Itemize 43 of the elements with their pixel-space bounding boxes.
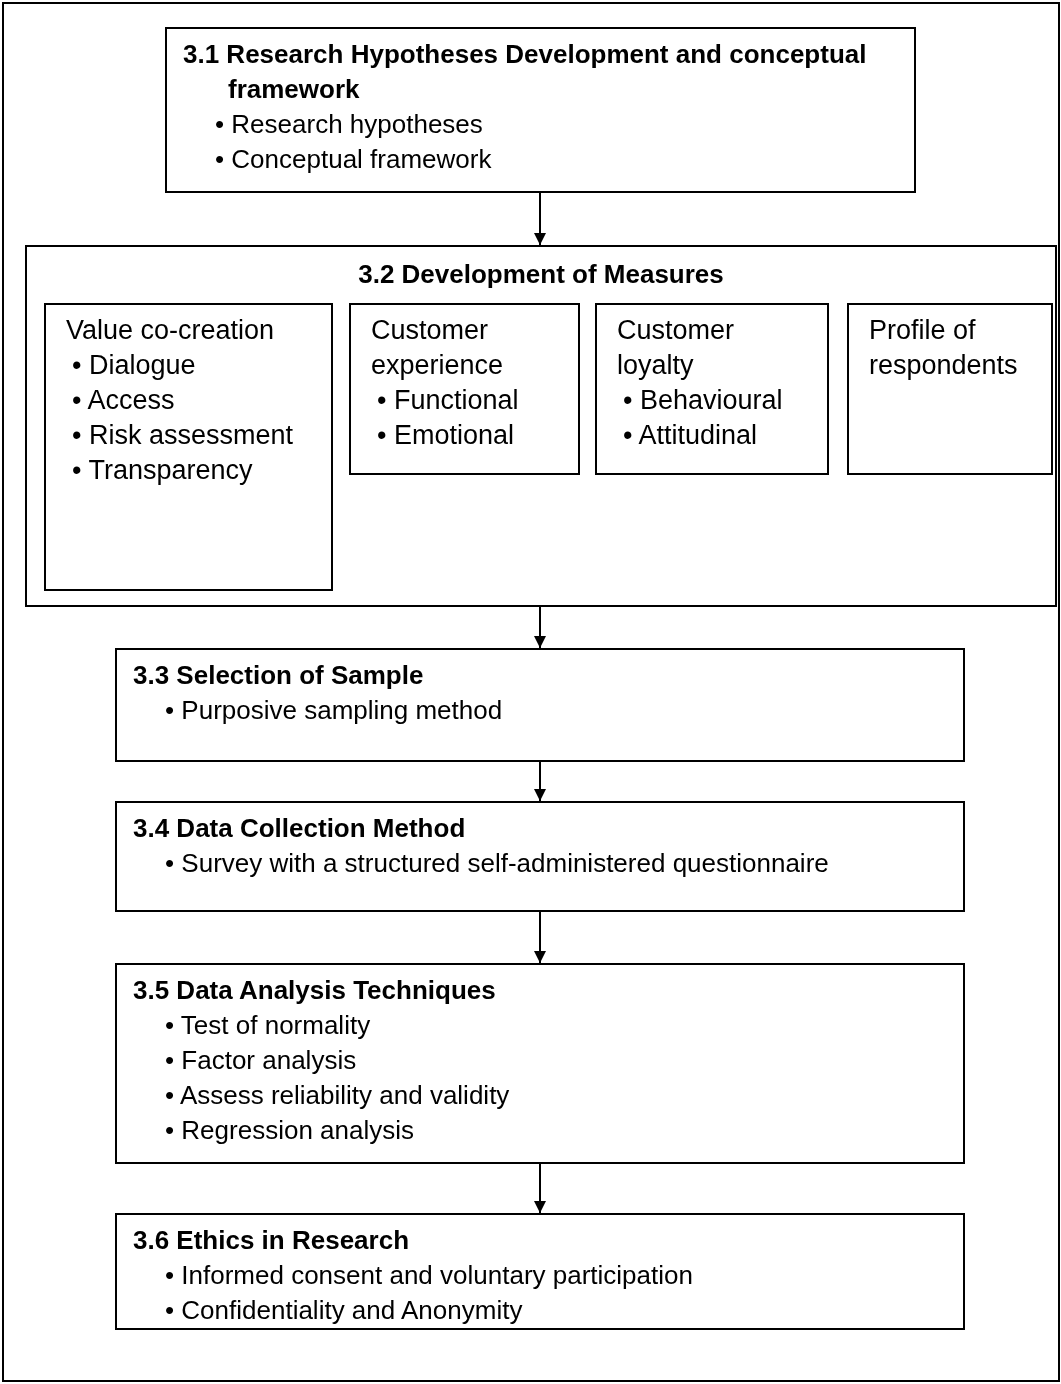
measure-box <box>847 303 1053 475</box>
arrow <box>534 1163 546 1214</box>
heading: 3.4 Data Collection Method <box>133 812 467 845</box>
heading: 3.3 Selection of Sample <box>133 659 425 692</box>
arrow <box>534 192 546 246</box>
heading: 3.2 Development of Measures <box>357 258 725 291</box>
heading: Profile of respondents <box>869 314 1019 382</box>
bullet-item: • Attitudinal <box>622 419 759 452</box>
bullet-item: • Behavioural <box>622 384 784 417</box>
arrow <box>534 911 546 964</box>
process-box <box>115 648 965 762</box>
arrow <box>534 761 546 802</box>
bullet-item: • Conceptual framework <box>214 143 493 176</box>
bullet-item: • Informed consent and voluntary participation <box>164 1259 694 1292</box>
heading: 3.6 Ethics in Research <box>133 1224 411 1257</box>
heading: 3.5 Data Analysis Techniques <box>133 974 497 1007</box>
bullet-item: • Confidentiality and Anonymity <box>164 1294 524 1327</box>
heading: Customer loyalty <box>617 314 736 382</box>
measure-box <box>349 303 580 475</box>
measure-box <box>44 303 333 591</box>
process-box <box>115 963 965 1164</box>
bullet-item: • Access <box>71 384 176 417</box>
group-box <box>25 245 1057 607</box>
heading: 3.1 Research Hypotheses Development and conceptual framework <box>183 38 868 106</box>
heading: Customer experience <box>371 314 505 382</box>
bullet-item: • Risk assessment <box>71 419 294 452</box>
bullet-item: • Dialogue <box>71 349 197 382</box>
bullet-item: • Transparency <box>71 454 254 487</box>
process-box <box>165 27 916 193</box>
bullet-item: • Purposive sampling method <box>164 694 504 727</box>
bullet-item: • Functional <box>376 384 520 417</box>
bullet-item: • Factor analysis <box>164 1044 358 1077</box>
bullet-item: • Survey with a structured self-administered questionnaire <box>164 847 830 880</box>
bullet-item: • Test of normality <box>164 1009 372 1042</box>
heading: Value co-creation <box>66 314 276 347</box>
bullet-item: • Assess reliability and validity <box>164 1079 511 1112</box>
bullet-item: • Regression analysis <box>164 1114 415 1147</box>
bullet-item: • Emotional <box>376 419 516 452</box>
measure-box <box>595 303 829 475</box>
bullet-item: • Research hypotheses <box>214 108 484 141</box>
arrow <box>534 606 546 649</box>
process-box <box>115 1213 965 1330</box>
process-box <box>115 801 965 912</box>
